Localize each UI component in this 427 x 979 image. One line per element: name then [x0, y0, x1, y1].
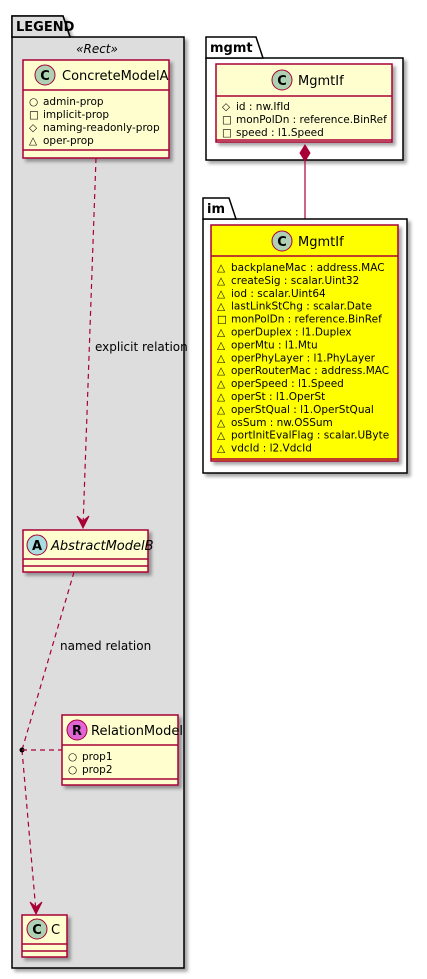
class-c-icon — [26, 918, 48, 940]
visibility-public-icon: ○ — [68, 764, 77, 776]
attribute: operDuplex : l1.Duplex — [231, 327, 352, 339]
class-relation-model[interactable]: R RelationModel ○ prop1 ○ prop2 — [61, 714, 183, 786]
attribute: id : nw.IfId — [236, 101, 290, 113]
attribute: monPolDn : reference.BinRef — [236, 114, 387, 126]
class-circle-letter: R — [72, 724, 82, 739]
attribute: operSt : l1.OperSt — [231, 391, 325, 403]
attribute: oper-prop — [43, 135, 94, 147]
visibility-package-icon: △ — [217, 378, 226, 390]
visibility-public-icon: ○ — [29, 96, 38, 108]
attribute: createSig : scalar.Uint32 — [231, 275, 359, 287]
attribute: speed : l1.Speed — [236, 127, 324, 139]
attribute: operSpeed : l1.Speed — [231, 378, 344, 390]
visibility-private-icon: □ — [222, 114, 232, 126]
package-title-im: im — [207, 202, 225, 217]
attribute: operPhyLayer : l1.PhyLayer — [231, 352, 376, 364]
arrowhead-icon — [76, 515, 90, 530]
package-stereotype: «Rect» — [76, 42, 118, 56]
visibility-private-icon: □ — [29, 109, 39, 121]
class-name: C — [51, 923, 60, 938]
attribute: iod : scalar.Uint64 — [231, 288, 326, 300]
class-name: MgmtIf — [298, 235, 344, 250]
visibility-package-icon: △ — [217, 288, 226, 300]
class-name: AbstractModelB — [50, 539, 154, 554]
attribute: backplaneMac : address.MAC — [231, 262, 385, 274]
class-c[interactable]: C C — [21, 914, 68, 958]
class-mgmt-mgmtif[interactable]: C MgmtIf ◇ id : nw.IfId □ monPolDn : ref… — [215, 63, 393, 143]
visibility-package-icon: △ — [217, 443, 226, 455]
class-abstract-model-b[interactable]: A AbstractModelB — [22, 529, 154, 573]
attribute: implicit-prop — [43, 109, 109, 121]
class-name: ConcreteModelA — [62, 69, 169, 84]
visibility-public-icon: ○ — [68, 751, 77, 763]
relation-composition[interactable] — [299, 144, 311, 226]
class-circle-letter: C — [277, 235, 287, 250]
visibility-package-icon: △ — [217, 262, 226, 274]
class-name: MgmtIf — [298, 74, 344, 89]
attribute: prop1 — [82, 751, 113, 763]
relation-explicit[interactable]: explicit relation — [76, 157, 188, 530]
class-circle-letter: C — [277, 74, 287, 89]
attribute: operMtu : l1.Mtu — [231, 339, 318, 351]
package-title-mgmt: mgmt — [210, 41, 253, 56]
visibility-package-icon: △ — [217, 391, 226, 403]
attribute: osSum : nw.OSSum — [231, 417, 333, 429]
visibility-package-icon: △ — [217, 430, 226, 442]
attr-list-concrete-model-a: ○ admin-prop □ implicit-prop ◇ naming-re… — [29, 96, 160, 147]
attribute: operStQual : l1.OperStQual — [231, 404, 374, 416]
class-c-icon — [271, 69, 293, 91]
visibility-package-icon: △ — [217, 352, 226, 364]
class-circle-letter: C — [32, 923, 42, 938]
attribute: naming-readonly-prop — [43, 122, 160, 134]
visibility-protected-icon: ◇ — [29, 122, 38, 134]
visibility-package-icon: △ — [217, 339, 226, 351]
package-title-legend: LEGEND — [16, 20, 75, 35]
arrowhead-icon — [29, 901, 43, 916]
class-concrete-model-a[interactable]: C ConcreteModelA ○ admin-prop □ implicit… — [22, 59, 170, 159]
attribute: operRouterMac : address.MAC — [231, 365, 389, 377]
visibility-private-icon: □ — [217, 314, 227, 326]
visibility-package-icon: △ — [29, 135, 38, 147]
visibility-package-icon: △ — [217, 417, 226, 429]
visibility-package-icon: △ — [217, 404, 226, 416]
attribute: monPolDn : reference.BinRef — [231, 314, 382, 326]
package-legend[interactable]: LEGEND «Rect» — [11, 15, 185, 969]
class-circle-letter: C — [40, 69, 50, 84]
abstract-a-icon — [26, 534, 48, 556]
visibility-protected-icon: ◇ — [222, 101, 231, 113]
visibility-package-icon: △ — [217, 365, 226, 377]
composition-diamond-icon — [299, 144, 311, 162]
class-circle-letter: A — [32, 539, 42, 554]
attribute: admin-prop — [43, 96, 104, 108]
relation-label-named: named relation — [60, 639, 151, 653]
relation-named[interactable]: named relation — [19, 571, 152, 916]
relation-r-icon — [66, 719, 88, 741]
visibility-package-icon: △ — [217, 275, 226, 287]
relation-label-explicit: explicit relation — [95, 340, 188, 354]
attribute: portInitEvalFlag : scalar.UByte — [231, 430, 389, 442]
class-im-mgmtif[interactable]: C MgmtIf △ backplaneMac : address.MAC △ cre… — [210, 224, 399, 462]
attr-list-im-mgmtif: △ backplaneMac : address.MAC △ createSig : … — [217, 262, 389, 455]
attribute: vdcId : l2.VdcId — [231, 443, 312, 455]
visibility-package-icon: △ — [217, 327, 226, 339]
class-c-icon — [271, 230, 293, 252]
class-c-icon — [34, 64, 56, 86]
visibility-package-icon: △ — [217, 301, 226, 313]
attribute: lastLinkStChg : scalar.Date — [231, 301, 372, 313]
visibility-private-icon: □ — [222, 127, 232, 139]
class-name: RelationModel — [91, 724, 183, 739]
attribute: prop2 — [82, 764, 113, 776]
